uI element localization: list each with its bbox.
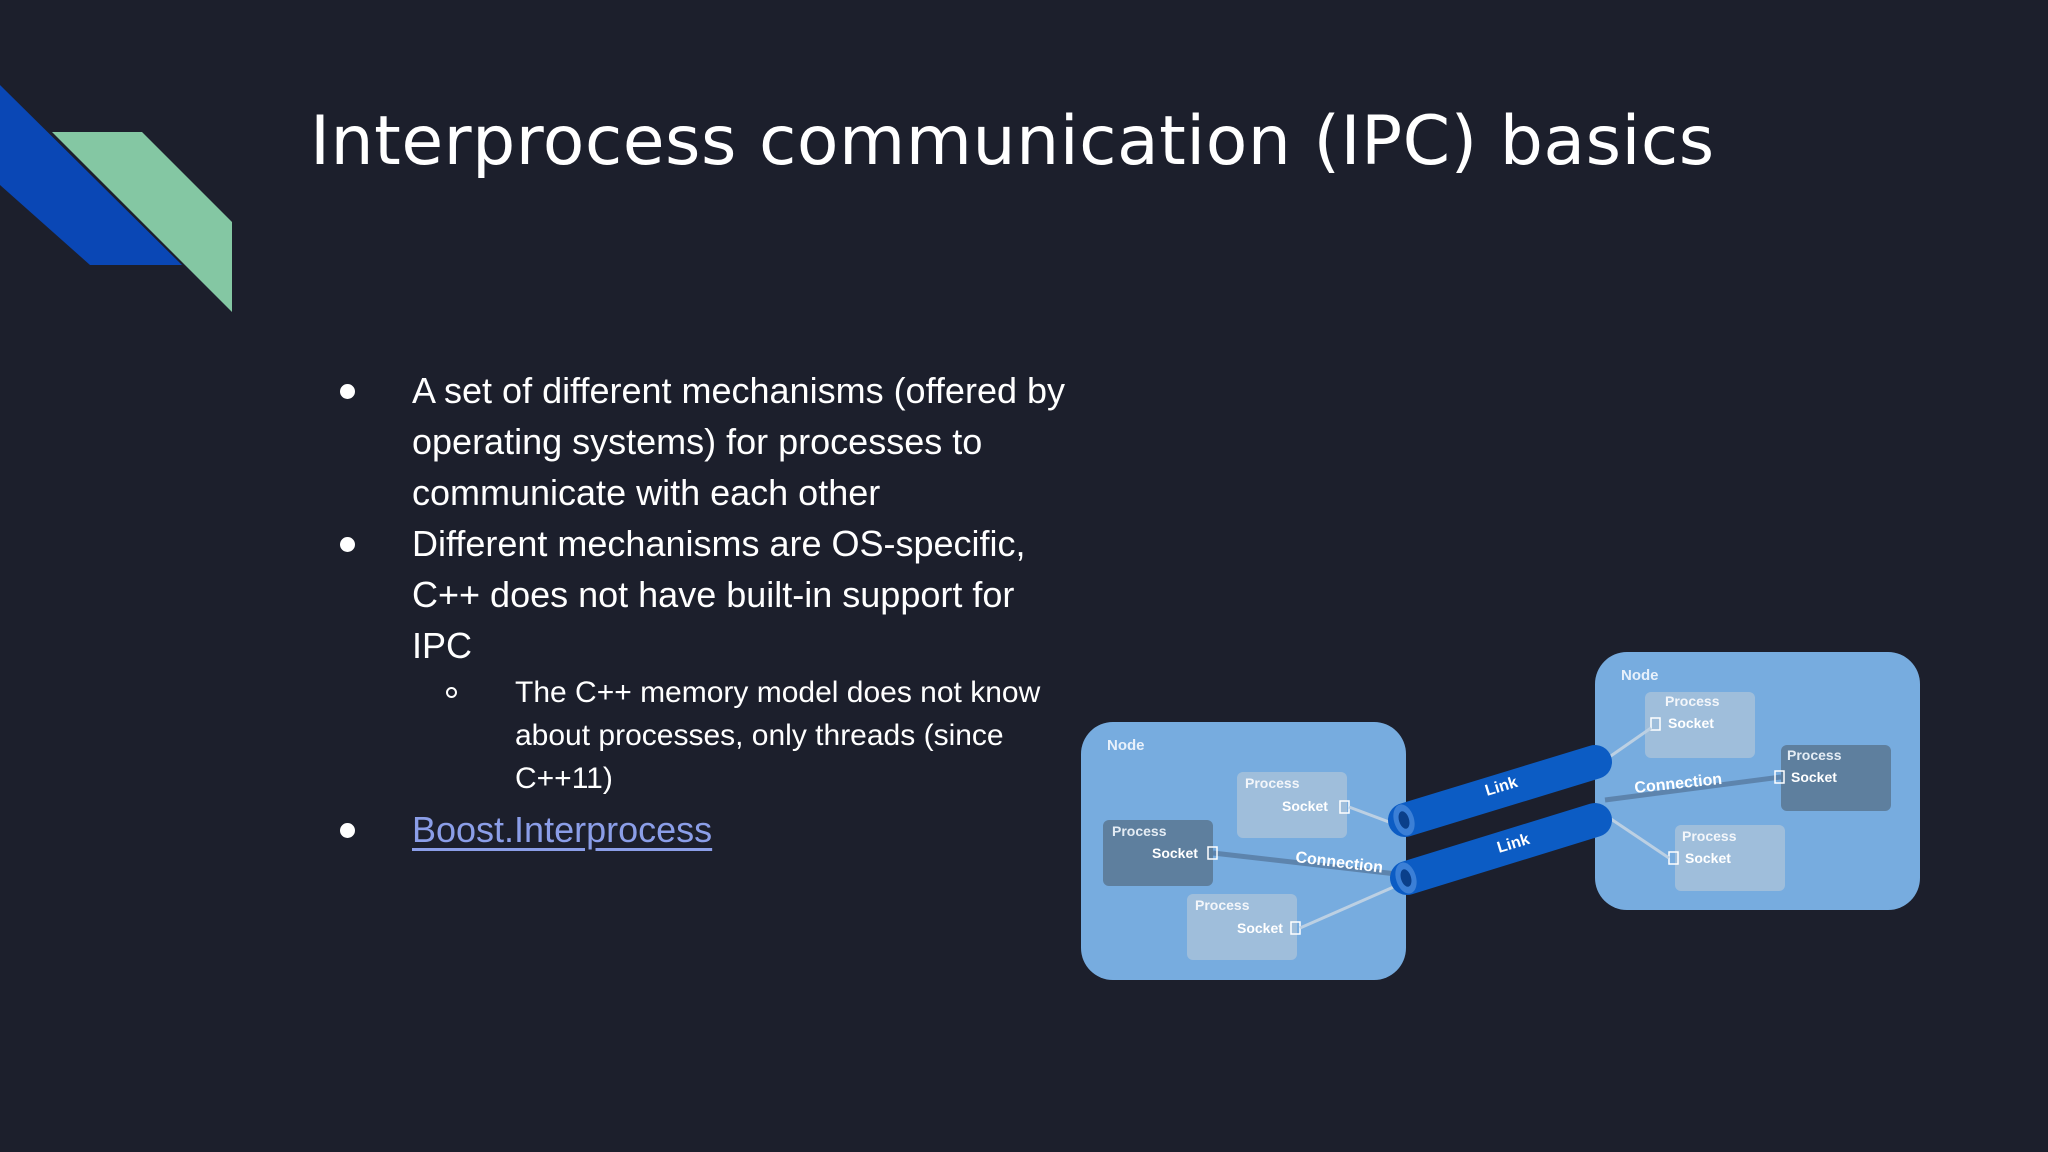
right-process-3-socket: Socket	[1685, 850, 1731, 866]
sub-bullet-item-1: The C++ memory model does not know about…	[330, 671, 1075, 800]
slide-title: Interprocess communication (IPC) basics	[310, 102, 1715, 181]
bullet-item-3: Boost.Interprocess	[330, 804, 1070, 855]
left-process-3-label: Process	[1195, 897, 1250, 913]
right-process-2-label: Process	[1787, 747, 1842, 763]
right-process-2-socket: Socket	[1791, 769, 1837, 785]
left-connection-line	[1212, 850, 1406, 878]
left-process-2	[1103, 820, 1213, 886]
link-tube-top: Link	[1388, 745, 1612, 837]
bullet-dot-icon	[340, 384, 355, 399]
right-process-3-label: Process	[1682, 828, 1737, 844]
bullet-item-1-text: A set of different mechanisms (offered b…	[412, 370, 1066, 513]
left-process-3	[1187, 894, 1297, 960]
right-process-3-wire	[1604, 813, 1670, 860]
right-process-1-socket: Socket	[1668, 715, 1714, 731]
right-process-1-socket-port	[1650, 717, 1661, 731]
left-process-1	[1237, 772, 1347, 838]
boost-interprocess-link[interactable]: Boost.Interprocess	[412, 809, 713, 850]
right-node-label: Node	[1621, 667, 1659, 684]
left-process-2-socket: Socket	[1152, 845, 1198, 861]
left-node-label: Node	[1107, 737, 1145, 754]
sub-bullet-item-1-text: The C++ memory model does not know about…	[515, 676, 1041, 795]
green-stripe	[52, 132, 232, 312]
right-process-1-wire	[1604, 726, 1652, 762]
ipc-network-diagram: Node Connection Process Socket Process S…	[1081, 652, 1920, 980]
left-process-3-socket: Socket	[1237, 920, 1283, 936]
left-process-1-label: Process	[1245, 775, 1300, 791]
right-process-3	[1675, 825, 1785, 891]
corner-decoration	[0, 85, 232, 312]
left-process-1-socket: Socket	[1282, 798, 1328, 814]
bullet-dot-icon	[340, 823, 355, 838]
link-tube-bottom: Link	[1390, 803, 1612, 895]
blue-stripe	[0, 85, 182, 265]
left-process-2-socket-port	[1207, 846, 1218, 860]
right-connection-line	[1604, 774, 1782, 803]
right-process-1-label: Process	[1665, 693, 1720, 709]
bullet-item-2-text: Different mechanisms are OS-specific, C+…	[412, 523, 1026, 666]
right-process-2	[1781, 745, 1891, 811]
bullet-ring-icon	[446, 687, 457, 698]
bullet-dot-icon	[340, 537, 355, 552]
left-process-3-wire	[1299, 880, 1406, 930]
bullet-item-2: Different mechanisms are OS-specific, C+…	[330, 518, 1070, 671]
right-process-2-socket-port	[1774, 770, 1785, 784]
right-process-1	[1645, 692, 1755, 758]
bullet-item-1: A set of different mechanisms (offered b…	[330, 365, 1070, 518]
bullet-list: A set of different mechanisms (offered b…	[330, 365, 1070, 855]
left-process-2-label: Process	[1112, 823, 1167, 839]
